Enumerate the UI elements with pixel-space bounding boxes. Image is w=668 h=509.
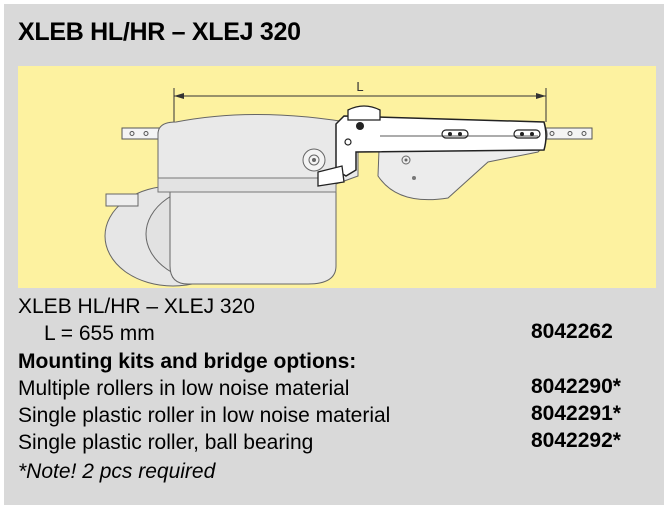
product-code: 8042262: [531, 320, 613, 343]
card-title: XLEB HL/HR – XLEJ 320: [18, 18, 301, 46]
footnote: *Note! 2 pcs required: [18, 460, 216, 483]
kit-code-1: 8042290*: [531, 375, 621, 398]
product-card: XLEB HL/HR – XLEJ 320 L: [4, 4, 664, 505]
kits-heading: Mounting kits and bridge options:: [18, 350, 357, 373]
product-name: XLEB HL/HR – XLEJ 320: [18, 295, 255, 318]
kit-label-3: Single plastic roller, ball bearing: [18, 431, 314, 454]
technical-drawing: L: [104, 79, 593, 287]
kit-code-3: 8042292*: [531, 429, 621, 452]
dimension-label: L: [356, 79, 363, 94]
kit-label-1: Multiple rollers in low noise material: [18, 377, 350, 400]
kit-label-2: Single plastic roller in low noise mater…: [18, 404, 391, 427]
product-length: L = 655 mm: [44, 322, 155, 345]
product-drawing: L: [18, 66, 656, 288]
kit-code-2: 8042291*: [531, 402, 621, 425]
